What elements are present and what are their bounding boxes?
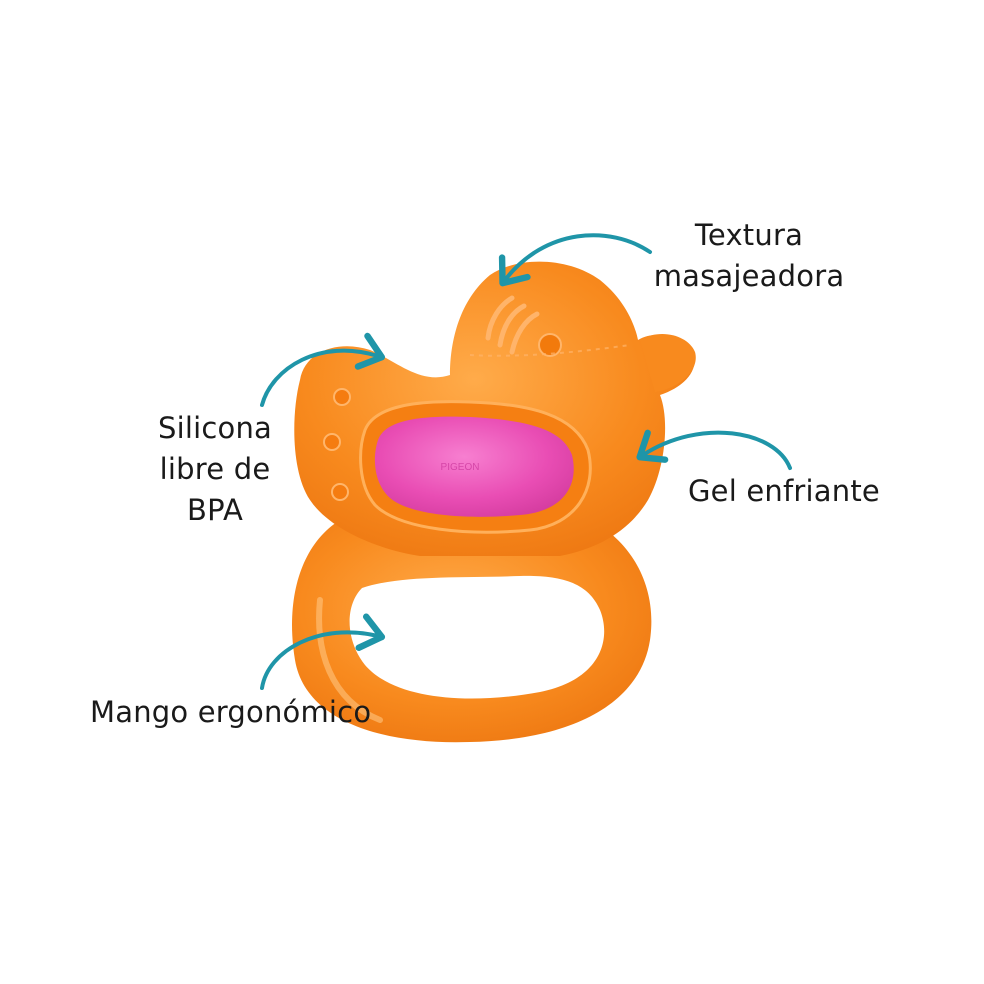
- label-line: Silicona: [157, 411, 273, 445]
- cooling-gel: PIGEON: [374, 416, 574, 517]
- label-line: libre de: [159, 452, 271, 486]
- label-line: Textura: [694, 218, 804, 252]
- label-mango-ergonomico: Mango ergonómico: [90, 692, 371, 733]
- arrow-mango: [260, 613, 386, 690]
- duck-beak: [640, 333, 696, 392]
- callout-arrows: [260, 233, 792, 690]
- label-line: Mango ergonómico: [90, 695, 372, 729]
- label-line: BPA: [187, 493, 243, 527]
- label-textura-masajeadora: Textura masajeadora: [640, 215, 858, 297]
- arrow-textura: [498, 233, 652, 287]
- label-line: Gel enfriante: [688, 474, 880, 508]
- ergonomic-handle: [292, 520, 652, 743]
- brand-mark: PIGEON: [441, 462, 480, 473]
- arrow-silicona: [260, 332, 386, 407]
- duck-eye: [538, 333, 562, 357]
- label-silicona-libre-bpa: Silicona libre de BPA: [150, 408, 280, 531]
- massaging-texture: [485, 295, 540, 355]
- label-line: masajeadora: [653, 259, 845, 293]
- arrow-gel: [636, 429, 792, 470]
- label-gel-enfriante: Gel enfriante: [688, 471, 880, 512]
